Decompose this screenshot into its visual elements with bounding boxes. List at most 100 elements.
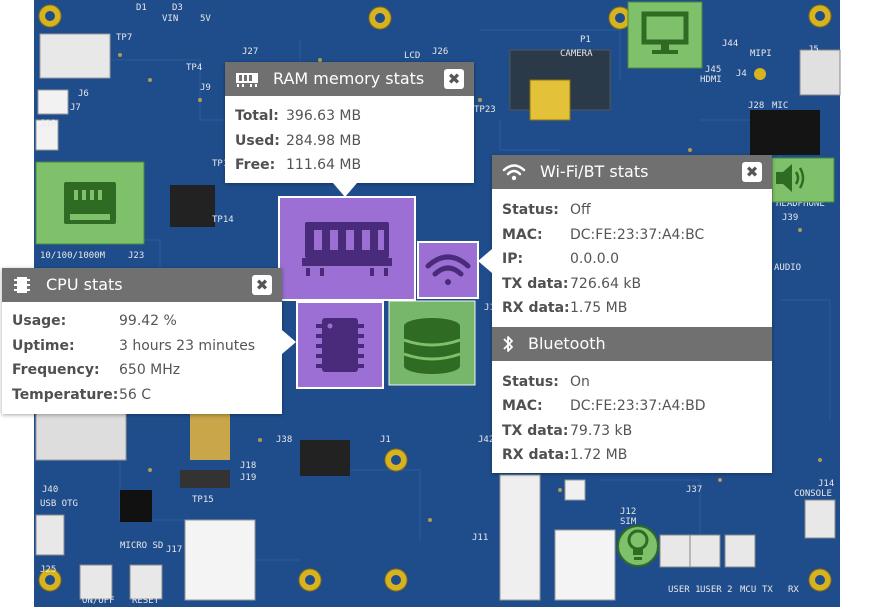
svg-text:USB OTG: USB OTG xyxy=(40,499,78,509)
wifi-popup-close-button[interactable]: ✖ xyxy=(742,162,762,182)
bluetooth-section-header: Bluetooth xyxy=(492,326,772,361)
wifi-row-mac: MAC: DC:FE:23:37:A4:BC xyxy=(502,226,705,243)
wifi-popup-pointer xyxy=(478,249,492,273)
ram-popup-header: RAM memory stats ✖ xyxy=(225,62,474,96)
mic-jack xyxy=(750,110,820,155)
svg-text:J1: J1 xyxy=(380,435,391,445)
svg-text:J4: J4 xyxy=(736,69,747,79)
ram-row-total: Total: 396.63 MB xyxy=(235,108,362,124)
svg-text:MICRO SD: MICRO SD xyxy=(120,541,163,551)
svg-text:J25: J25 xyxy=(40,565,56,575)
svg-text:RESET: RESET xyxy=(132,596,160,606)
svg-text:MIPI: MIPI xyxy=(750,49,772,59)
svg-text:USER 1: USER 1 xyxy=(668,585,701,595)
lightbulb-icon[interactable] xyxy=(617,525,659,567)
cpu-row-frequency: Frequency: 650 MHz xyxy=(12,362,181,378)
svg-text:CAMERA: CAMERA xyxy=(560,49,593,59)
svg-text:ON/OFF: ON/OFF xyxy=(82,596,115,606)
svg-text:J26: J26 xyxy=(432,47,448,57)
wifi-row-rx: RX data: 1.75 MB xyxy=(502,300,628,316)
memory-icon xyxy=(236,73,258,87)
svg-text:TX: TX xyxy=(762,585,773,595)
ram-icon xyxy=(302,222,392,276)
svg-text:J10: J10 xyxy=(40,119,56,129)
svg-text:CONSOLE: CONSOLE xyxy=(794,489,832,499)
cpu-row-uptime: Uptime: 3 hours 23 minutes xyxy=(12,337,256,354)
bluetooth-title: Bluetooth xyxy=(528,333,606,353)
svg-text:J28: J28 xyxy=(748,101,764,111)
hdmi-highlight[interactable] xyxy=(627,1,703,69)
svg-text:J27: J27 xyxy=(242,47,258,57)
cpu-row-usage: Usage: 99.42 % xyxy=(12,313,177,329)
svg-text:TP15: TP15 xyxy=(192,495,214,505)
speaker-icon xyxy=(776,164,805,192)
bt-row-status: Status: On xyxy=(502,373,590,390)
bt-row-tx: TX data: 79.73 kB xyxy=(502,422,633,439)
svg-text:J5: J5 xyxy=(808,45,819,55)
svg-text:J17: J17 xyxy=(166,545,182,555)
svg-text:TP7: TP7 xyxy=(116,33,132,43)
ram-popup-close-button[interactable]: ✖ xyxy=(444,69,464,89)
svg-text:J9: J9 xyxy=(200,83,211,93)
svg-text:J23: J23 xyxy=(128,251,144,261)
cpu-popup-title: CPU stats xyxy=(46,275,123,294)
svg-text:D3: D3 xyxy=(172,3,183,13)
svg-text:J38: J38 xyxy=(276,435,292,445)
svg-text:J42: J42 xyxy=(478,435,494,445)
chip-icon xyxy=(14,277,30,293)
svg-text:SIM: SIM xyxy=(620,517,637,527)
cpu-stats-popup: CPU stats ✖ Usage: 99.42 % Uptime: 3 hou… xyxy=(2,268,296,414)
svg-text:J12: J12 xyxy=(620,507,636,517)
svg-text:5V: 5V xyxy=(200,14,211,24)
svg-text:TP1: TP1 xyxy=(212,159,228,169)
svg-text:J18: J18 xyxy=(240,461,256,471)
bt-row-rx: RX data: 1.72 MB xyxy=(502,447,628,463)
svg-text:J39: J39 xyxy=(782,213,798,223)
wifi-header-icon xyxy=(502,164,526,181)
ram-row-free: Free: 111.64 MB xyxy=(235,157,362,173)
ram-popup-title: RAM memory stats xyxy=(273,69,425,88)
svg-text:MCU: MCU xyxy=(740,585,756,595)
svg-text:J19: J19 xyxy=(240,473,256,483)
svg-text:D1: D1 xyxy=(136,3,147,13)
wifi-popup-title: Wi-Fi/BT stats xyxy=(540,162,649,181)
svg-text:J14: J14 xyxy=(818,479,834,489)
svg-text:TP4: TP4 xyxy=(186,63,202,73)
ethernet-icon xyxy=(64,182,116,224)
svg-text:RX: RX xyxy=(788,585,799,595)
database-icon xyxy=(403,318,461,374)
wifi-popup-header: Wi-Fi/BT stats ✖ xyxy=(492,155,772,189)
svg-text:VIN: VIN xyxy=(162,14,178,24)
svg-text:HEADPHONE: HEADPHONE xyxy=(776,199,825,209)
cpu-popup-close-button[interactable]: ✖ xyxy=(252,275,272,295)
cpu-popup-pointer xyxy=(282,330,296,354)
svg-text:J37: J37 xyxy=(686,485,702,495)
svg-text:J6: J6 xyxy=(78,89,89,99)
wifi-bt-stats-popup: Wi-Fi/BT stats ✖ Status: Off MAC: DC:FE:… xyxy=(478,155,772,473)
ram-popup-pointer xyxy=(333,183,357,197)
wifi-row-tx: TX data: 726.64 kB xyxy=(502,275,642,292)
cpu-popup-header: CPU stats ✖ xyxy=(2,268,282,302)
microsd-slot xyxy=(184,519,256,601)
svg-text:LCD: LCD xyxy=(404,51,420,61)
wifi-icon xyxy=(425,254,471,285)
svg-text:AUDIO: AUDIO xyxy=(774,263,801,273)
svg-text:P1: P1 xyxy=(580,35,591,45)
svg-text:J45: J45 xyxy=(705,65,721,75)
svg-text:J11: J11 xyxy=(472,533,488,543)
cpu-chip-icon xyxy=(316,318,364,372)
cpu-row-temperature: Temperature: 56 C xyxy=(12,386,152,403)
bt-row-mac: MAC: DC:FE:23:37:A4:BD xyxy=(502,398,706,414)
ram-stats-popup: RAM memory stats ✖ Total: 396.63 MB Used… xyxy=(225,62,474,197)
svg-text:USER 2: USER 2 xyxy=(700,585,733,595)
monitor-icon xyxy=(641,11,689,54)
svg-text:TP23: TP23 xyxy=(474,105,496,115)
svg-text:TP14: TP14 xyxy=(212,215,234,225)
usb-connector-j7 xyxy=(39,33,111,79)
sim-slot xyxy=(554,529,616,601)
svg-text:HDMI: HDMI xyxy=(700,75,722,85)
chip-tp14 xyxy=(170,185,215,227)
svg-text:J40: J40 xyxy=(42,485,58,495)
svg-text:J44: J44 xyxy=(722,39,738,49)
svg-text:10/100/1000M: 10/100/1000M xyxy=(40,251,106,261)
